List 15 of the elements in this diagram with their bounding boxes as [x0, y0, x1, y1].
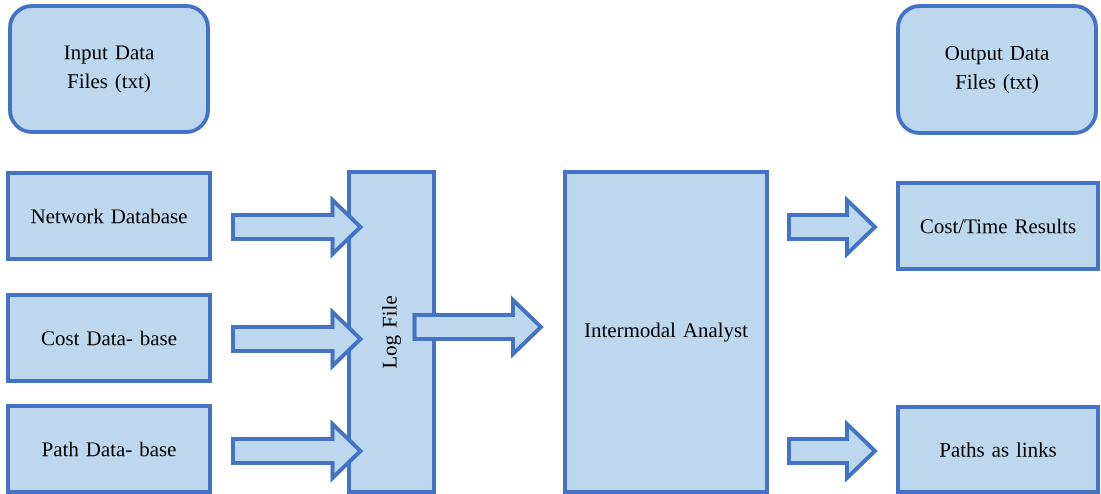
block-arrow — [231, 195, 364, 259]
analyst-box: Intermodal Analyst — [563, 170, 769, 494]
database-box: Network Database — [6, 171, 212, 261]
block-arrow — [231, 419, 364, 483]
block-arrow — [787, 419, 878, 483]
result-box: Cost/Time Results — [896, 181, 1100, 271]
block-arrow — [231, 307, 364, 371]
result-box: Paths as links — [896, 405, 1100, 494]
database-box: Path Data- base — [6, 404, 212, 494]
file-box: Input Data Files (txt) — [8, 4, 210, 134]
block-arrow — [787, 195, 878, 259]
file-box: Output Data Files (txt) — [896, 4, 1098, 135]
database-box: Cost Data- base — [6, 293, 212, 383]
log-box: Log File — [347, 170, 436, 494]
block-arrow — [412, 295, 544, 359]
